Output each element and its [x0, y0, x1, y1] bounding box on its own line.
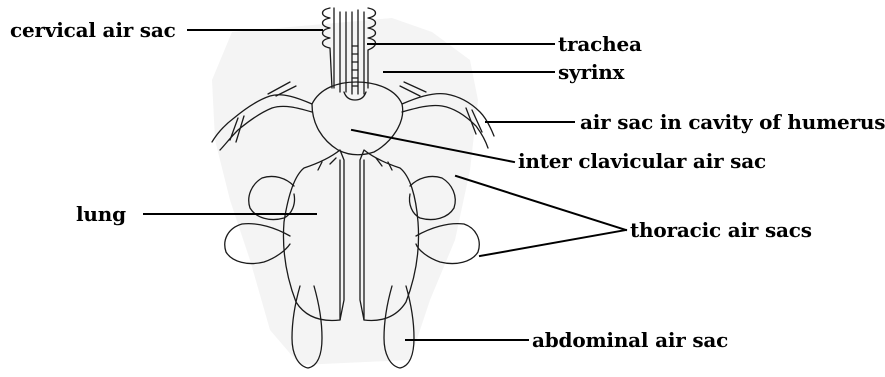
abdominal-air-sac-label: abdominal air sac [532, 329, 728, 351]
background-shading [212, 18, 478, 365]
interclavicular-air-sac-label: inter clavicular air sac [518, 150, 766, 172]
trachea-label: trachea [558, 33, 642, 55]
cervical-air-sac-label: cervical air sac [10, 19, 176, 41]
humerus-air-sac-label: air sac in cavity of humerus [580, 111, 885, 133]
syrinx-label: syrinx [558, 61, 624, 83]
thoracic-leader-line-upper [456, 176, 626, 230]
lung-label: lung [76, 203, 126, 225]
thoracic-air-sacs-label: thoracic air sacs [630, 219, 812, 241]
thoracic-leader-line-lower [480, 230, 626, 256]
